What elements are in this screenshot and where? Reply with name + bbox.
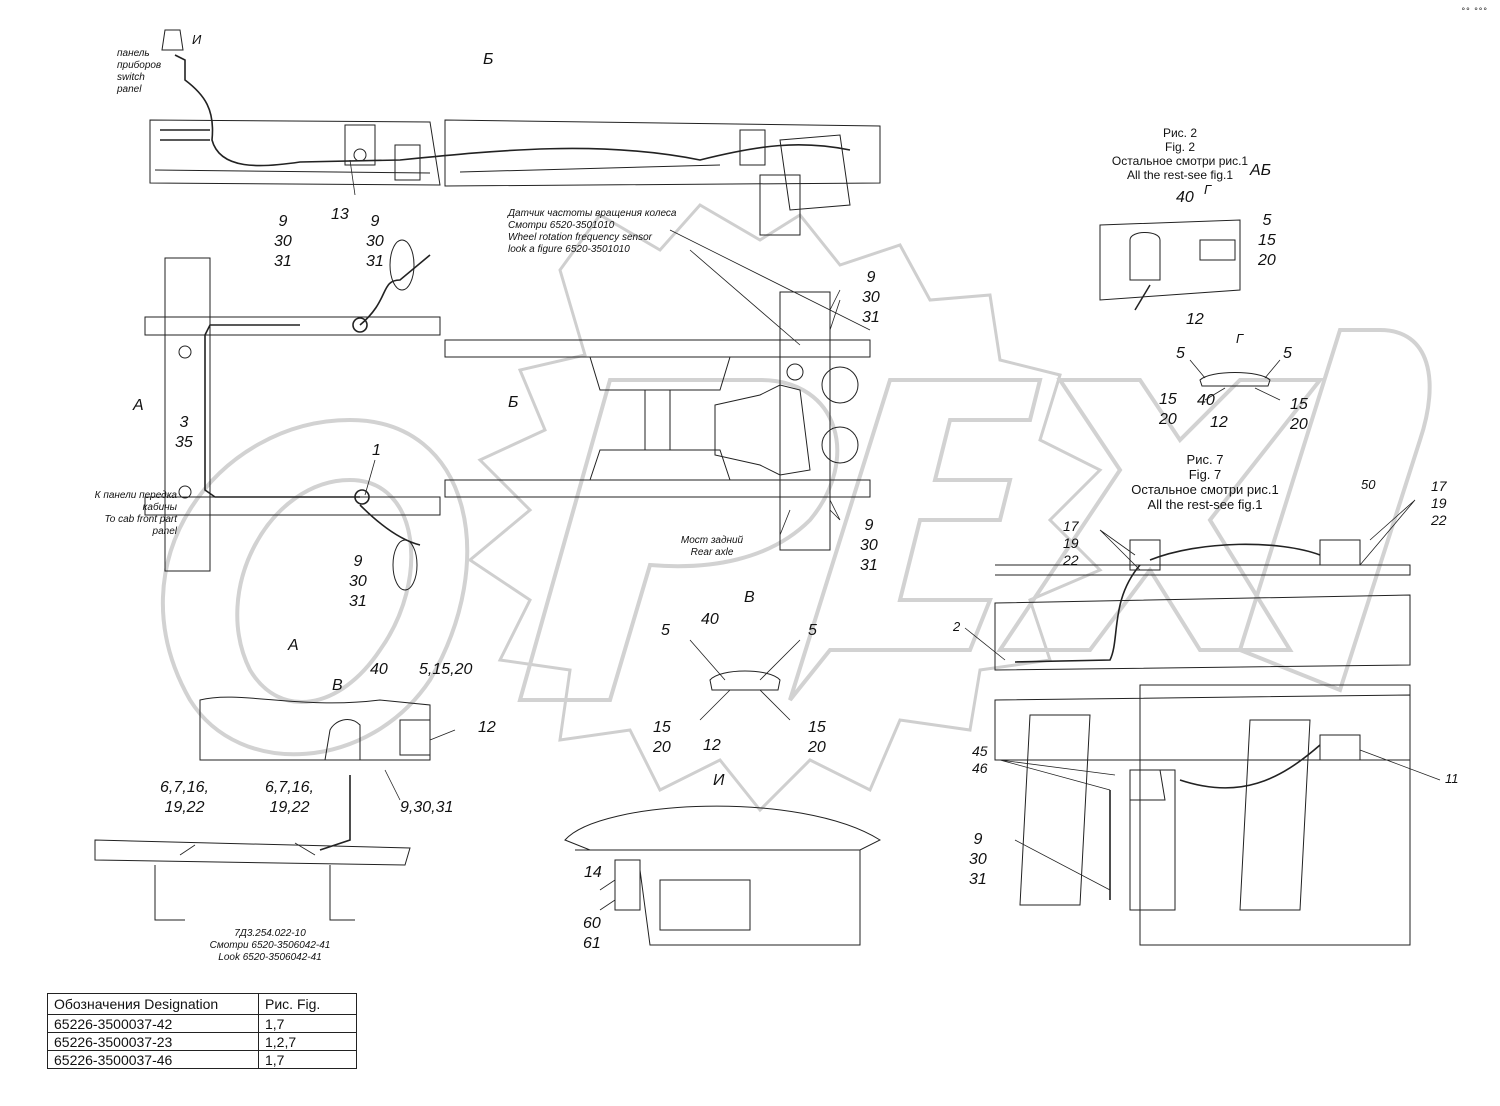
fig7-frame xyxy=(994,564,1411,946)
table-cell-designation: 65226-3500037-46 xyxy=(47,1050,259,1069)
table-header-designation: Обозначения Designation xyxy=(47,993,259,1015)
connector-detail-g xyxy=(1199,372,1271,387)
rear-axle-housing xyxy=(714,363,859,476)
table-header-fig: Рис. Fig. xyxy=(258,993,357,1015)
callout-40-a: 40 xyxy=(370,661,388,678)
view-title-a: А xyxy=(288,637,299,654)
callout-12-v: 12 xyxy=(703,737,721,754)
valve-top-2 xyxy=(739,129,851,236)
view-arrow-v: В xyxy=(332,677,343,694)
callout-9-30-31-inline: 9,30,31 xyxy=(400,799,454,816)
table-row: 65226-3500037-23 1,2,7 xyxy=(47,1032,357,1051)
callout-14: 14 xyxy=(584,864,602,881)
view-title-g: Г xyxy=(1236,331,1244,346)
callout-5-g-right: 5 xyxy=(1283,345,1292,362)
callout-1: 1 xyxy=(372,442,381,459)
view-arrow-a: А xyxy=(133,397,144,414)
brake-line-main xyxy=(204,254,431,546)
table-cell-designation: 65226-3500037-42 xyxy=(47,1014,259,1033)
callout-5-g-left: 5 xyxy=(1176,345,1185,362)
table-row: 65226-3500037-42 1,7 xyxy=(47,1014,357,1033)
callout-40-v: 40 xyxy=(701,611,719,628)
switch-knob xyxy=(161,29,184,51)
callout-5-v-left: 5 xyxy=(661,622,670,639)
callout-12-g: 12 xyxy=(1210,414,1228,431)
table-header-row: Обозначения Designation Рис. Fig. xyxy=(47,993,357,1015)
callout-40-fig2: 40 xyxy=(1176,189,1194,206)
callout-6-7-16-left: 6,7,16,19,22 xyxy=(160,779,209,816)
bracket-detail-i xyxy=(564,805,882,946)
fig7-hose xyxy=(1014,543,1321,900)
callout-5-15-20-a: 5,15,20 xyxy=(419,661,473,678)
callout-50: 50 xyxy=(1361,477,1376,492)
designation-table: Обозначения Designation Рис. Fig. 65226-… xyxy=(47,993,357,1069)
frame-rails-rear xyxy=(444,291,871,551)
callout-12-a: 12 xyxy=(478,719,496,736)
connector-detail-v xyxy=(709,670,781,691)
view-title-b: Б xyxy=(483,51,494,68)
table-cell-designation: 65226-3500037-23 xyxy=(47,1032,259,1051)
leader-lines xyxy=(179,159,1441,911)
view-mark-ab: АБ xyxy=(1250,162,1272,179)
callout-40-g: 40 xyxy=(1197,392,1215,409)
callout-13: 13 xyxy=(331,206,349,223)
table-cell-fig: 1,7 xyxy=(258,1050,357,1069)
callout-6-7-16-right: 6,7,16,19,22 xyxy=(265,779,314,816)
valve-top-1 xyxy=(344,124,421,181)
table-cell-fig: 1,2,7 xyxy=(258,1032,357,1051)
view-arrow-b: Б xyxy=(508,394,519,411)
brake-line-top xyxy=(160,54,851,167)
table-cell-fig: 1,7 xyxy=(258,1014,357,1033)
watermark-letters xyxy=(160,328,1432,757)
frame-rail-top xyxy=(149,119,881,187)
watermark-gear xyxy=(467,203,1103,813)
bracket-detail-g xyxy=(1099,219,1241,311)
callout-11: 11 xyxy=(1445,771,1459,786)
view-title-i: И xyxy=(713,772,725,789)
callout-12-fig2: 12 xyxy=(1186,311,1204,328)
brake-chamber-top xyxy=(389,239,415,291)
view-arrow-i: И xyxy=(192,32,202,47)
corner-mark: °° °°° xyxy=(1461,6,1488,16)
view-arrow-g: Г xyxy=(1204,182,1212,197)
brake-chamber-bottom xyxy=(392,539,418,591)
table-row: 65226-3500037-46 1,7 xyxy=(47,1050,357,1069)
view-title-v: В xyxy=(744,589,755,606)
callout-2: 2 xyxy=(953,619,961,634)
callout-5-v-right: 5 xyxy=(808,622,817,639)
bracket-detail-a xyxy=(94,696,431,921)
